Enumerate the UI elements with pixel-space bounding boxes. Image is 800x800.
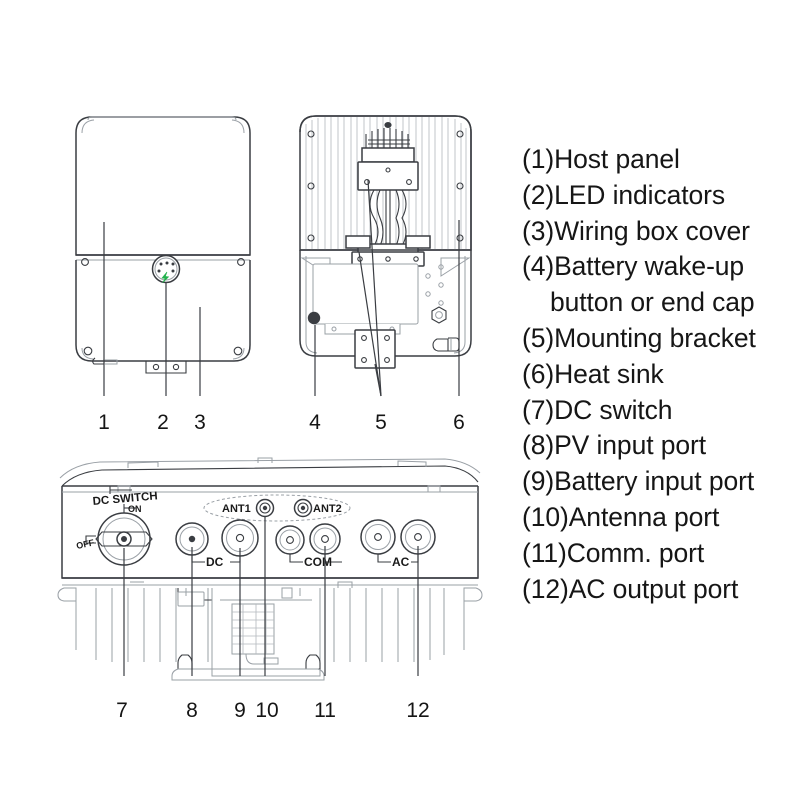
legend-item-11: (11)Comm. port [522,537,705,568]
ant2-label: ANT2 [313,503,342,515]
legend-item-3: (3)Wiring box cover [522,215,750,246]
legend-item-2: (2)LED indicators [522,179,726,210]
battery-wakeup-button [307,311,321,325]
callout-6: 6 [453,411,465,434]
legend-item-7: (7)DC switch [522,394,673,425]
port-ac-1 [360,519,396,555]
rear-view-group [299,115,472,397]
legend-item-10: (10)Antenna port [522,501,720,532]
legend-item-9: (9)Battery input port [522,466,755,497]
ant1-label: ANT1 [222,503,251,515]
ac-group-label: AC [392,555,410,569]
bottom-view-group: DC SWITCH ON OFF ANT1 ANT2 [57,457,483,681]
legend-item-5: (5)Mounting bracket [522,322,756,353]
legend-item-6: (6)Heat sink [522,358,664,389]
com-group-label: COM [304,555,332,569]
front-view-group [75,116,251,396]
callout-10: 10 [255,699,279,722]
legend-item-12: (12)AC output port [522,573,739,604]
dc-switch-label: DC SWITCH [92,490,158,508]
legend-item-8: (8)PV input port [522,430,706,461]
callout-3: 3 [194,411,206,434]
callout-2: 2 [157,411,169,434]
ant1-port [255,498,275,518]
callout-12: 12 [406,699,430,722]
legend-item-1: (1)Host panel [522,144,680,174]
dc-switch-knob [85,486,153,566]
port-com-1 [275,525,305,555]
legend-item-4-continuation: button or end cap [550,287,755,318]
switch-on-label: ON [128,504,142,514]
ant2-port [293,498,313,518]
callout-5: 5 [375,411,387,434]
antenna-group-ellipse [203,494,351,522]
port-battery [221,519,259,557]
callout-1: 1 [98,411,110,434]
callout-9: 9 [234,699,246,722]
led-power-glyph [161,271,170,284]
callout-7: 7 [116,699,128,722]
dc-group-label: DC [206,555,224,569]
callout-11: 11 [314,699,336,722]
legend-item-4: (4)Battery wake-up [522,251,745,282]
callout-4: 4 [309,411,321,434]
callout-8: 8 [186,699,198,722]
switch-off-label: OFF [75,537,95,551]
component-legend: (1)Host panel (2)LED indicators (3)Wirin… [522,142,794,607]
